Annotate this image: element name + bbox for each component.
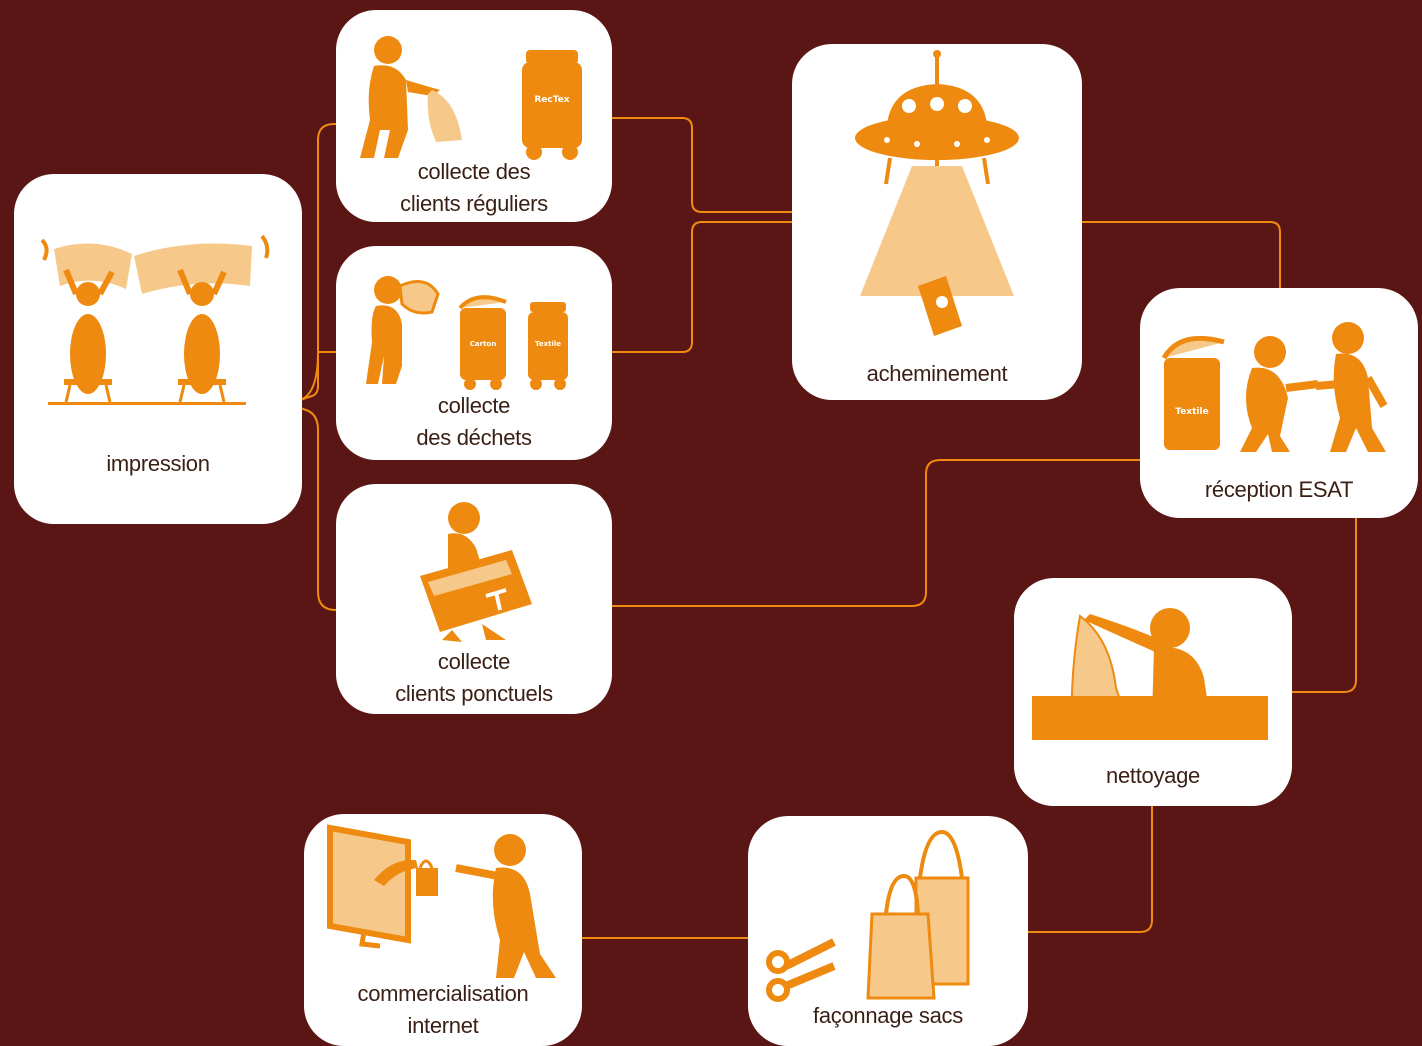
card-collecte-reguliers-label: collecte des clients réguliers bbox=[400, 159, 548, 216]
card-nettoyage: nettoyage bbox=[1014, 578, 1292, 806]
connector-acheminement-reception bbox=[1082, 221, 1281, 288]
connector-impression-branches bbox=[299, 123, 336, 401]
person-carrying-box-icon bbox=[420, 502, 532, 642]
card-acheminement: acheminement bbox=[792, 44, 1082, 400]
card-collecte-dechets: Carton Textile collecte des déchets bbox=[336, 246, 612, 460]
card-reception-esat: Textile réception ESAT bbox=[1140, 288, 1418, 518]
person-with-bins-icon: Carton Textile bbox=[366, 276, 568, 390]
card-collecte-clients-reguliers: RecTex collecte des clients réguliers bbox=[336, 10, 612, 222]
handshake-bin-icon: Textile bbox=[1161, 322, 1388, 452]
bin-label-textile: Textile bbox=[535, 340, 561, 348]
person-washing-icon bbox=[1032, 608, 1268, 740]
card-commercialisation-internet: commercialisation internet bbox=[304, 814, 582, 1046]
bin-label-carton: Carton bbox=[470, 340, 496, 348]
computer-shopping-icon bbox=[327, 824, 556, 978]
card-nettoyage-label: nettoyage bbox=[1106, 763, 1200, 788]
card-commercialisation-label: commercialisation internet bbox=[357, 981, 529, 1038]
card-acheminement-label: acheminement bbox=[866, 361, 1008, 386]
connector-reguliers-acheminement bbox=[612, 117, 792, 213]
connector-ponctuels-reception bbox=[612, 459, 1140, 607]
card-collecte-clients-ponctuels: collecte clients ponctuels bbox=[336, 484, 612, 714]
card-faconnage-label: façonnage sacs bbox=[813, 1003, 963, 1028]
connector-dechets-acheminement bbox=[612, 221, 792, 353]
card-impression: impression bbox=[14, 174, 302, 524]
card-collecte-dechets-label: collecte des déchets bbox=[416, 393, 532, 450]
two-people-holding-banner-icon bbox=[40, 234, 270, 405]
card-faconnage-sacs: façonnage sacs bbox=[748, 816, 1028, 1046]
connector-reception-nettoyage bbox=[1292, 518, 1357, 693]
ufo-abducting-bin-icon bbox=[855, 50, 1019, 336]
card-impression-label: impression bbox=[106, 451, 210, 476]
connector-nettoyage-faconnage bbox=[1028, 806, 1153, 933]
card-collecte-ponctuels-label: collecte clients ponctuels bbox=[395, 649, 553, 706]
card-reception-label: réception ESAT bbox=[1204, 477, 1354, 502]
bin-label-textile-esat: Textile bbox=[1175, 407, 1208, 417]
bin-label-rectex: RecTex bbox=[534, 95, 569, 105]
person-with-bin-icon: RecTex bbox=[360, 36, 582, 160]
scissors-and-bags-icon bbox=[766, 829, 970, 1002]
